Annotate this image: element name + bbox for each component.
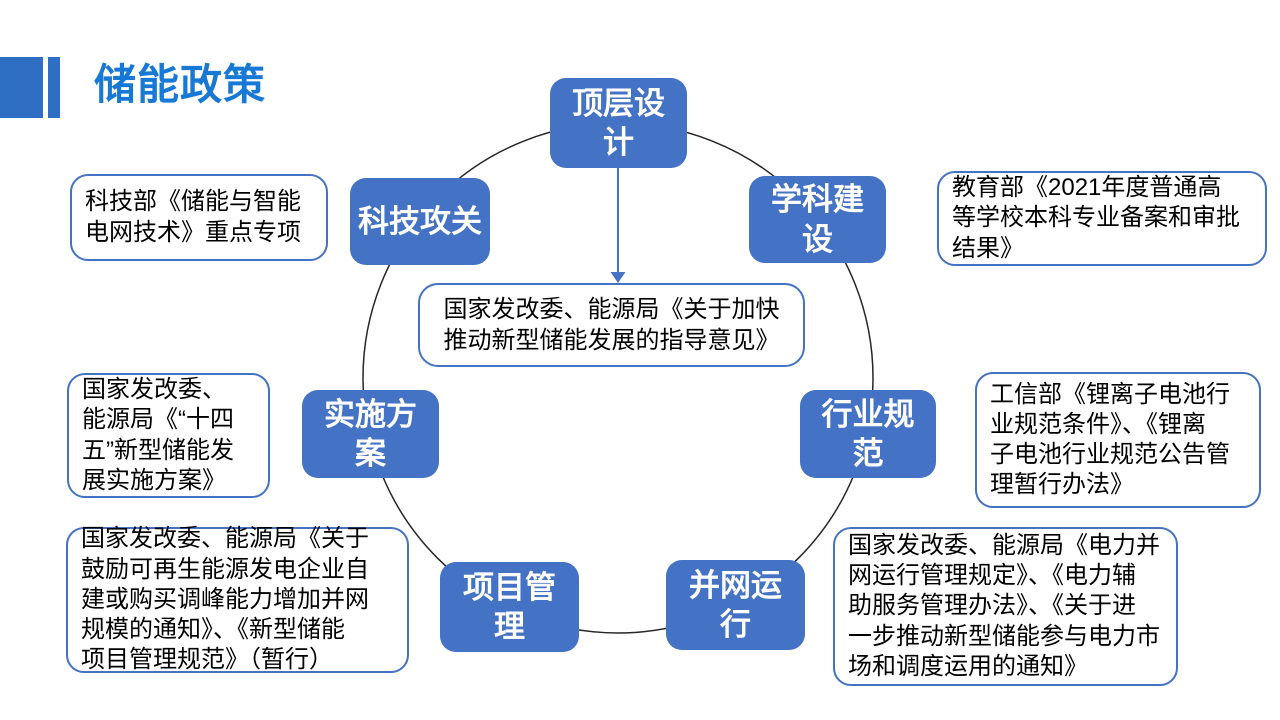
callout-tech-ministry: 科技部《储能与智能 电网技术》重点专项	[70, 174, 328, 261]
cycle-node-project-management: 项目管 理	[440, 562, 579, 652]
cycle-node-grid-operation: 并网运 行	[666, 560, 805, 650]
cycle-node-implementation-plan: 实施方 案	[302, 390, 439, 478]
cycle-node-tech-research: 科技攻关	[350, 178, 490, 265]
cycle-node-industry-standards: 行业规 范	[800, 390, 936, 478]
callout-project-management-policies: 国家发改委、能源局《关于 鼓励可再生能源发电企业自 建或购买调峰能力增加并网 规…	[66, 525, 409, 673]
cycle-node-top-level-design: 顶层设 计	[550, 78, 687, 168]
cycle-node-discipline-construction: 学科建 设	[749, 176, 886, 263]
title-accent-bar	[48, 57, 60, 118]
callout-implementation-plan: 国家发改委、 能源局《“十四 五”新型储能发 展实施方案》	[67, 373, 270, 498]
callout-grid-operation-policies: 国家发改委、能源局《电力并 网运行管理规定》、《电力辅 助服务管理办法》、《关于…	[833, 527, 1178, 686]
title-accent-block	[0, 57, 43, 118]
callout-battery-industry-norms: 工信部《锂离子电池行 业规范条件》、《锂离 子电池行业规范公告管 理暂行办法》	[975, 372, 1261, 508]
arrow-down-head	[610, 272, 626, 283]
center-guidance-box: 国家发改委、能源局《关于加快 推动新型储能发展的指导意见》	[418, 283, 805, 367]
page-title: 储能政策	[94, 61, 267, 108]
callout-education-ministry: 教育部《2021年度普通高 等学校本科专业备案和审批 结果》	[937, 171, 1267, 266]
